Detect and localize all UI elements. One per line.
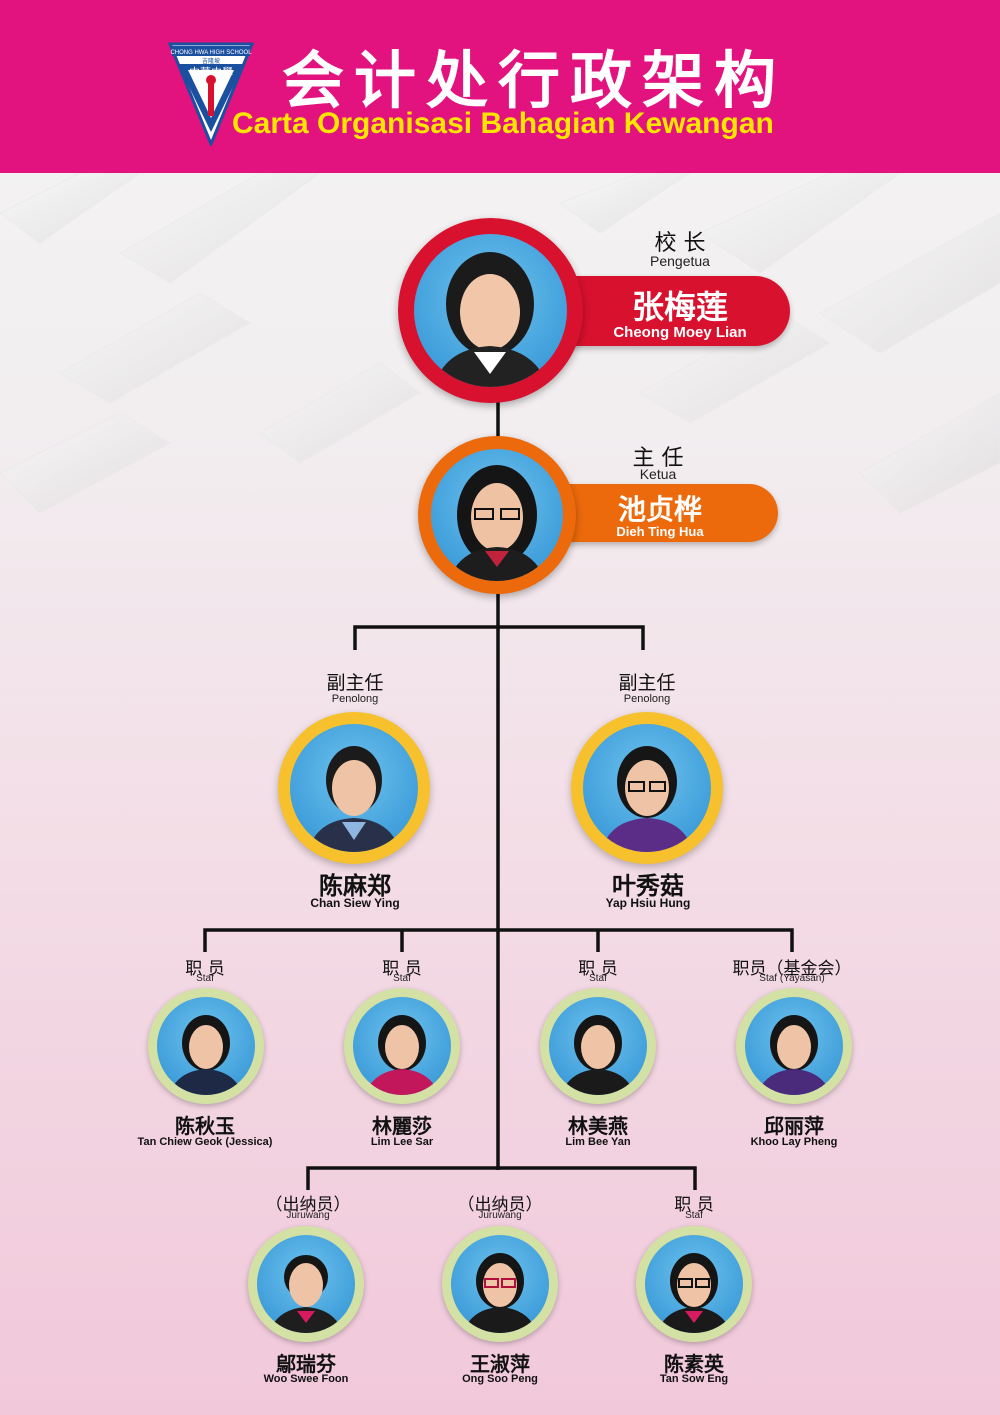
staff-4-photo [745, 997, 843, 1095]
principal-name-en: Cheong Moey Lian [613, 324, 747, 341]
staff-4-avatar [736, 988, 852, 1104]
staff-7-name-cn: 陈素英 [664, 1352, 724, 1376]
head-photo [431, 449, 563, 581]
staff-7-role-ms: Staf [685, 1210, 703, 1221]
staff-1-name-en: Tan Chiew Geok (Jessica) [137, 1136, 273, 1148]
staff-2-role-cn: 职 员 [382, 959, 422, 979]
assistant-1-avatar [278, 712, 430, 864]
assistant-2-role-ms: Penolong [623, 693, 671, 705]
principal-name-pill [560, 276, 790, 346]
head-name-cn: 池贞桦 [617, 493, 702, 526]
assistant-2-photo [583, 724, 711, 852]
principal-name-cn: 张梅莲 [631, 288, 728, 326]
principal-role-cn: 校 长 [654, 231, 706, 256]
staff-1-name-cn: 陈秋玉 [175, 1114, 235, 1138]
staff-3-role-ms: Staf [589, 973, 607, 984]
assistant-1-name-en: Chan Siew Ying [310, 896, 400, 910]
staff-5-role-cn: （出纳员） [265, 1195, 351, 1215]
assistant-2-role-cn: 副主任 [618, 672, 676, 694]
staff-5-name-en: Woo Swee Foon [263, 1373, 349, 1385]
staff-5-photo [257, 1235, 355, 1333]
staff-6-role-ms: Juruwang [478, 1210, 522, 1221]
staff-3-name-cn: 林美燕 [568, 1114, 628, 1138]
assistant-2-name-cn: 叶秀菇 [612, 871, 684, 900]
head-avatar [418, 436, 576, 594]
logo-text-top: CHONG HWA HIGH SCHOOL [170, 50, 252, 56]
staff-6-name-en: Ong Soo Peng [462, 1373, 538, 1385]
school-logo: CHONG HWA HIGH SCHOOL 吉隆坡 中華中學 [168, 42, 254, 146]
staff-1-avatar [148, 988, 264, 1104]
staff-4-role-ms: Staf (Yayasan) [759, 973, 825, 984]
head-name-pill [550, 484, 778, 542]
head-name-en: Dieh Ting Hua [616, 524, 704, 539]
weave-background [0, 173, 1000, 514]
staff-4-name-en: Khoo Lay Pheng [750, 1136, 838, 1148]
principal-role-ms: Pengetua [650, 253, 710, 269]
staff-5-role-ms: Juruwang [286, 1210, 330, 1221]
page-title-cn: 会计处行政架构 [282, 44, 787, 117]
staff-6-avatar [442, 1226, 558, 1342]
logo-text-mid: 吉隆坡 [202, 57, 220, 65]
staff-7-photo [645, 1235, 743, 1333]
assistant-2-avatar [571, 712, 723, 864]
logo-text-main: 中華中學 [189, 66, 233, 79]
staff-6-photo [451, 1235, 549, 1333]
staff-4-name-cn: 邱丽萍 [764, 1114, 824, 1138]
principal-avatar [398, 218, 583, 403]
page-title-ms: Carta Organisasi Bahagian Kewangan [232, 107, 774, 140]
staff-7-role-cn: 职 员 [674, 1195, 714, 1215]
staff-1-role-cn: 职 员 [185, 959, 225, 979]
staff-2-name-en: Lim Lee Sar [370, 1136, 434, 1148]
principal-photo [414, 234, 567, 387]
staff-7-avatar [636, 1226, 752, 1342]
staff-3-name-en: Lim Bee Yan [565, 1136, 631, 1148]
staff-6-role-cn: （出纳员） [457, 1195, 543, 1215]
staff-5-avatar [248, 1226, 364, 1342]
staff-6-name-cn: 王淑萍 [470, 1352, 530, 1376]
staff-5-name-cn: 鄔瑞芬 [276, 1352, 336, 1376]
assistant-1-name-cn: 陈麻郑 [319, 871, 391, 900]
header-banner: CHONG HWA HIGH SCHOOL 吉隆坡 中華中學 会计处行政架构 C… [0, 0, 1000, 173]
staff-2-role-ms: Staf [393, 973, 411, 984]
assistant-1-photo [290, 724, 418, 852]
staff-3-avatar [540, 988, 656, 1104]
staff-3-photo [549, 997, 647, 1095]
head-role-ms: Ketua [639, 466, 677, 482]
staff-2-photo [353, 997, 451, 1095]
staff-1-photo [157, 997, 255, 1095]
assistant-1-role-cn: 副主任 [326, 672, 384, 694]
staff-3-role-cn: 职 员 [578, 959, 618, 979]
staff-2-avatar [344, 988, 460, 1104]
staff-4-role-cn: 职员（基金会） [732, 959, 852, 979]
staff-7-name-en: Tan Sow Eng [659, 1373, 729, 1385]
head-role-cn: 主 任 [632, 446, 684, 471]
assistant-1-role-ms: Penolong [331, 693, 379, 705]
assistant-2-name-en: Yap Hsiu Hung [605, 896, 691, 910]
staff-1-role-ms: Staf [196, 973, 214, 984]
staff-2-name-cn: 林麗莎 [372, 1114, 432, 1138]
